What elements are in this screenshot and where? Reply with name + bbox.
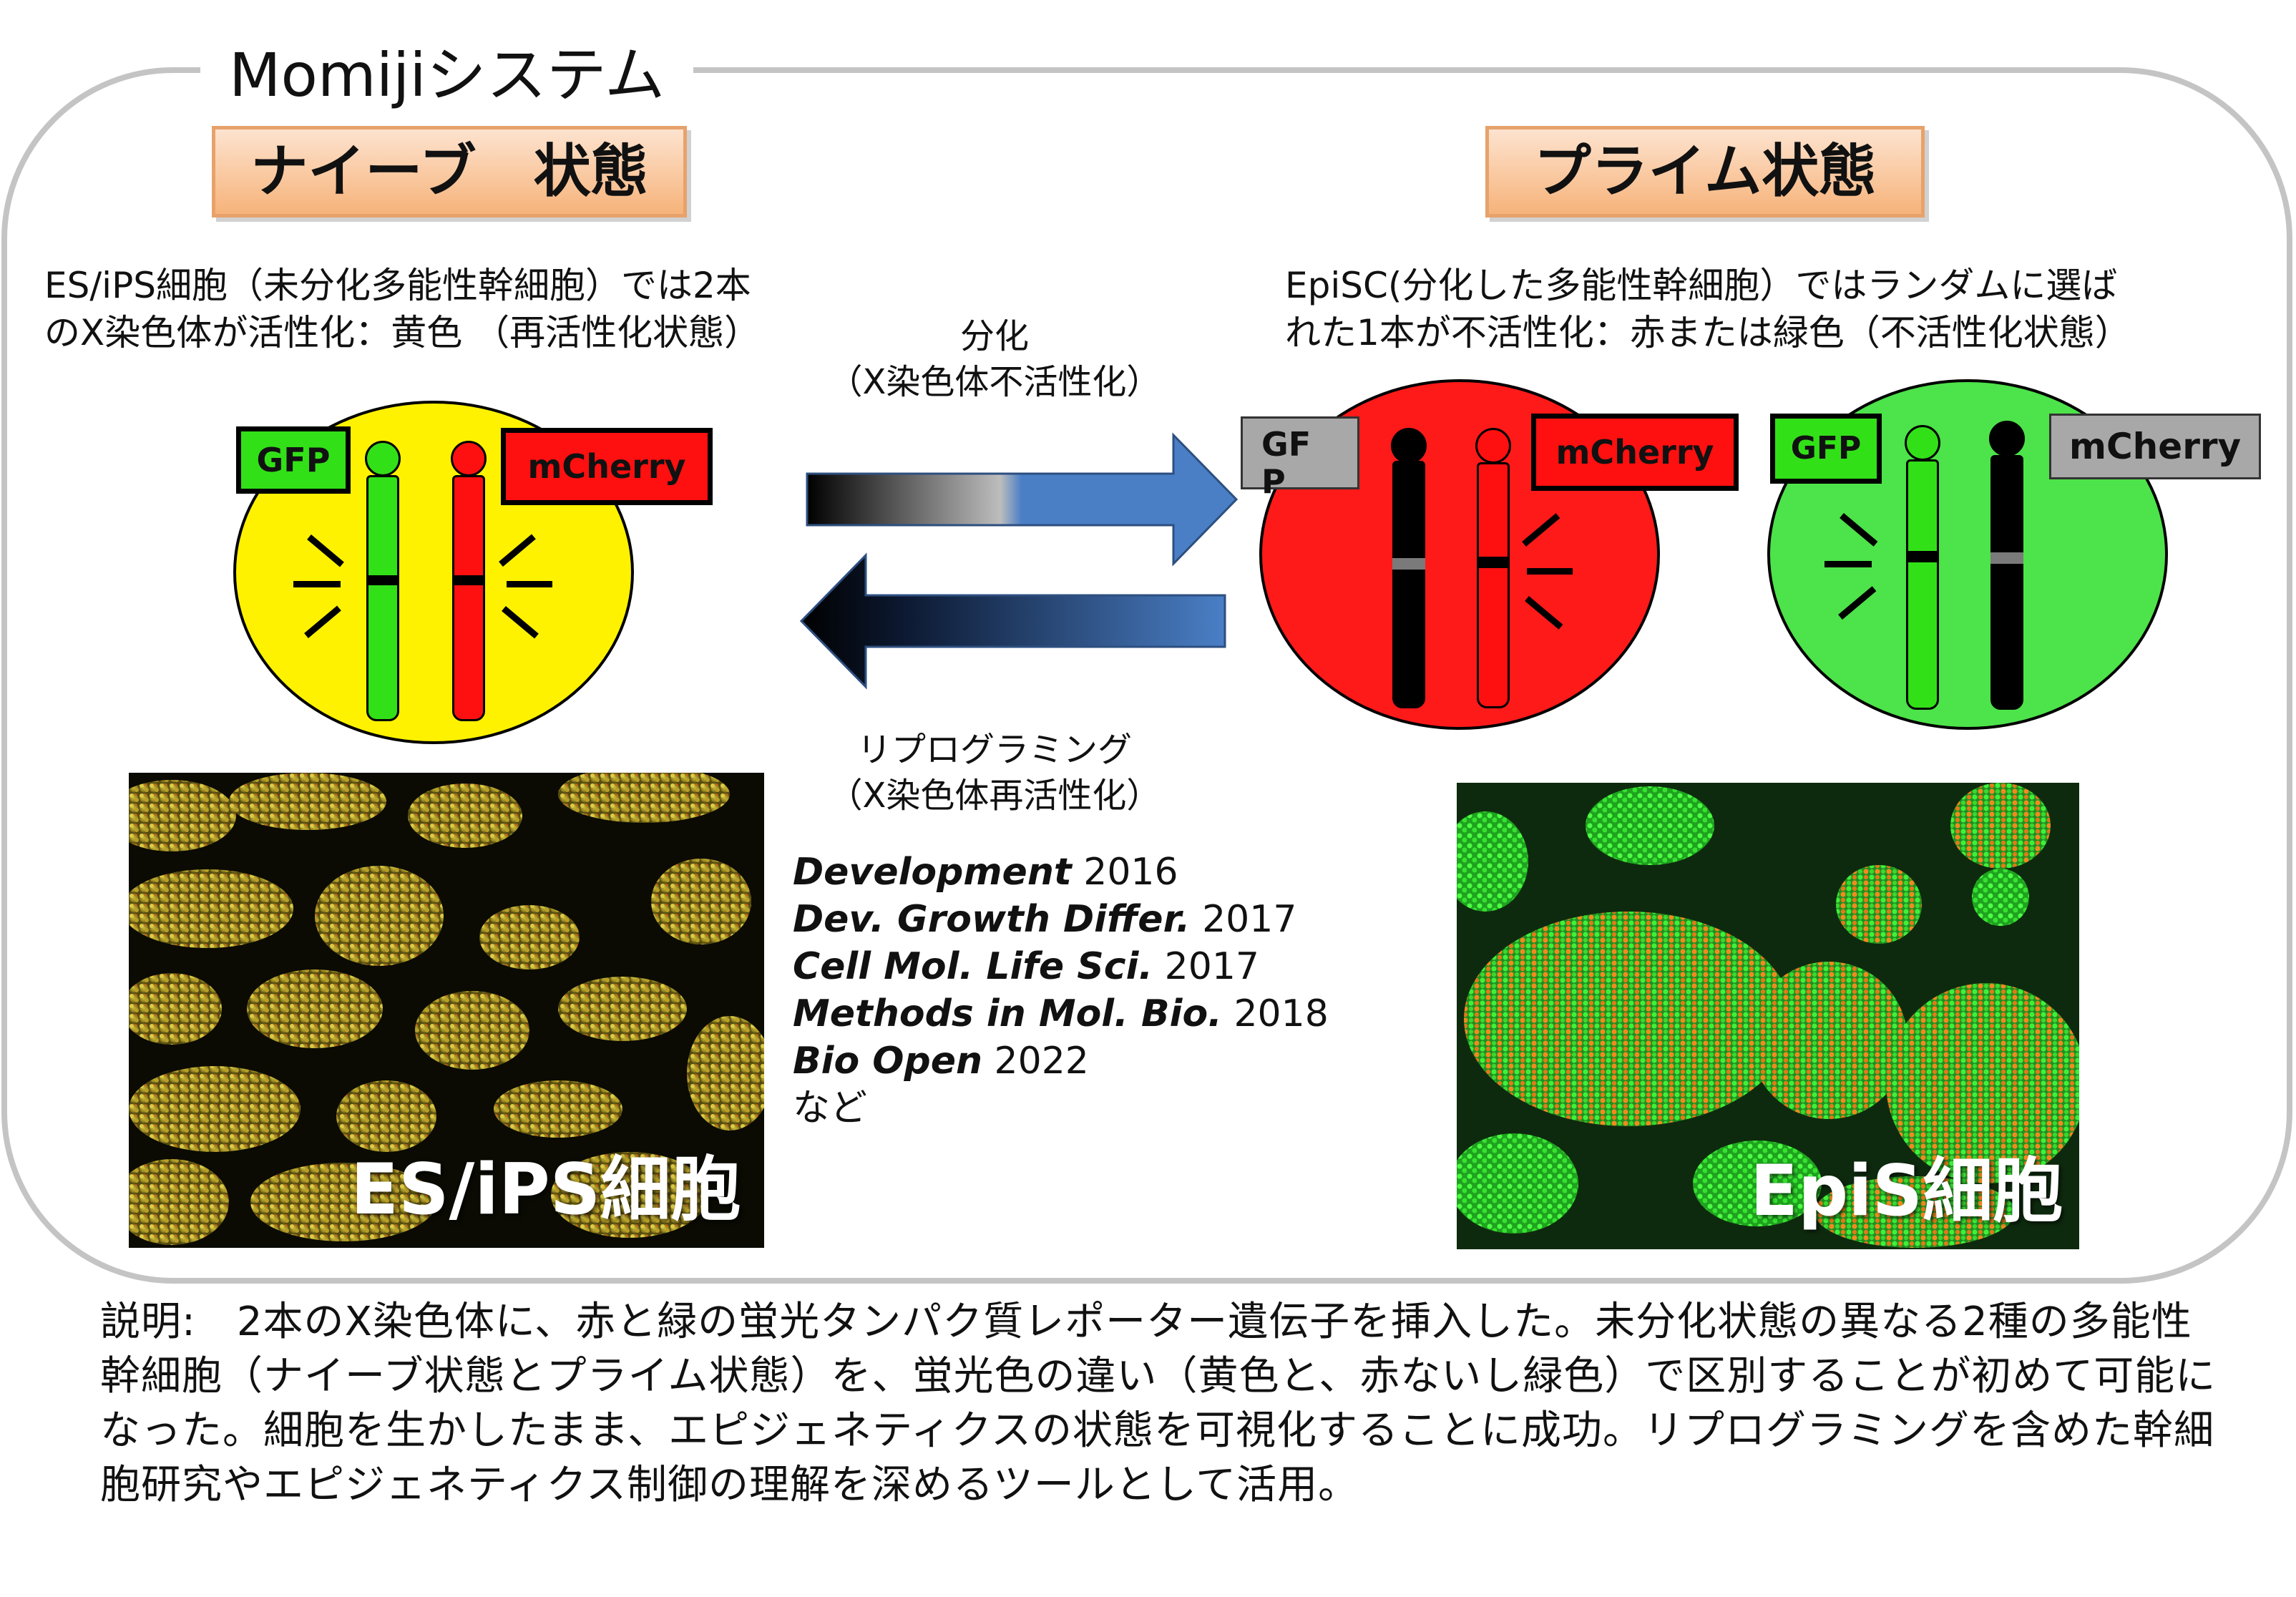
primed-description: EpiSC(分化した多能性幹細胞）ではランダムに選ば れた1本が不活性化：赤また…	[1285, 262, 2131, 356]
naive-gfp-chromosome	[366, 475, 399, 721]
reprogramming-line2: （X染色体再活性化）	[828, 776, 1161, 816]
naive-gfp-chromosome-head	[365, 441, 401, 477]
reference-journal: Development	[793, 851, 1072, 894]
differentiation-label: 分化 （X染色体不活性化）	[801, 313, 1188, 405]
references-more: など	[793, 1087, 868, 1130]
caption: 説明: 2本のX染色体に、赤と緑の蛍光タンパク質レポーター遺伝子を挿入した。未分…	[100, 1299, 2217, 1508]
reference-year: 2017	[1190, 898, 1297, 941]
es-ips-micrograph: ES/iPS細胞	[129, 773, 764, 1248]
reference-item: Dev. Growth Differ. 2017	[793, 896, 1329, 943]
red-cell-inactive-chromosome-head	[1391, 428, 1427, 464]
epis-micrograph: EpiS細胞	[1457, 783, 2079, 1249]
naive-mcherry-chromosome	[452, 475, 485, 721]
reference-year: 2016	[1071, 851, 1178, 894]
naive-description: ES/iPS細胞（未分化多能性幹細胞）では2本 のX染色体が活性化：黄色 （再活…	[44, 262, 760, 356]
reference-year: 2018	[1221, 992, 1329, 1035]
reference-item: Development 2016	[793, 849, 1329, 896]
green-cell-mcherry-tag: mCherry	[2049, 414, 2261, 479]
naive-gfp-ray	[293, 581, 341, 587]
naive-description-line2: のX染色体が活性化：黄色 （再活性化状態）	[44, 312, 761, 353]
green-cell-ray	[1824, 561, 1872, 567]
naive-state-title: ナイーブ 状態	[212, 126, 687, 218]
red-cell-inactive-centromere	[1392, 558, 1425, 570]
reference-item: Cell Mol. Life Sci. 2017	[793, 943, 1329, 990]
reference-year: 2017	[1153, 945, 1260, 988]
naive-mcherry-centromere	[452, 575, 485, 585]
naive-gfp-centromere	[366, 575, 399, 585]
red-cell-ray	[1527, 568, 1573, 575]
reference-journal: Dev. Growth Differ.	[793, 898, 1191, 941]
green-cell-gfp-tag: GFP	[1770, 414, 1882, 484]
epis-micrograph-label: EpiS細胞	[1750, 1151, 2063, 1232]
system-frame	[1, 67, 2292, 1284]
reprogramming-line1: リプログラミング	[856, 730, 1132, 770]
green-cell-inactive-chromosome	[1990, 455, 2023, 710]
reprogramming-arrow	[799, 552, 1226, 690]
differentiation-line1: 分化	[959, 316, 1029, 356]
red-cell-mcherry-tag: mCherry	[1531, 414, 1739, 491]
primed-description-line2: れた1本が不活性化：赤または緑色（不活性化状態）	[1285, 312, 2131, 353]
primed-description-line1: EpiSC(分化した多能性幹細胞）ではランダムに選ば	[1285, 265, 2118, 306]
red-cell-inactive-chromosome	[1392, 461, 1425, 708]
naive-mcherry-ray	[507, 581, 552, 587]
reference-journal: Cell Mol. Life Sci.	[793, 945, 1153, 988]
reference-year: 2022	[982, 1040, 1089, 1083]
green-cell-inactive-chromosome-head	[1989, 421, 2025, 456]
green-cell-active-chromosome-head	[1905, 425, 1940, 461]
reference-journal: Bio Open	[793, 1040, 983, 1083]
es-ips-micrograph-label: ES/iPS細胞	[351, 1149, 741, 1231]
naive-mcherry-tag: mCherry	[501, 428, 713, 505]
differentiation-arrow	[806, 432, 1239, 567]
primed-state-title: プライム状態	[1485, 126, 1925, 218]
naive-gfp-tag: GFP	[236, 426, 351, 494]
reference-item: Bio Open 2022	[793, 1037, 1329, 1085]
red-cell-gfp-tag: GF P	[1241, 416, 1359, 500]
green-cell-inactive-centromere	[1990, 552, 2023, 564]
green-cell-active-centromere	[1906, 551, 1939, 562]
naive-mcherry-chromosome-head	[451, 441, 487, 477]
epis-micrograph-image	[1457, 783, 2079, 1249]
naive-description-line1: ES/iPS細胞（未分化多能性幹細胞）では2本	[44, 265, 751, 306]
differentiation-line2: （X染色体不活性化）	[828, 362, 1161, 402]
green-cell-active-chromosome	[1906, 459, 1939, 710]
red-cell-active-chromosome-head	[1475, 428, 1511, 464]
transition-arrows	[799, 432, 1239, 690]
red-cell-active-centromere	[1477, 557, 1510, 568]
system-title: Momijiシステム	[200, 36, 694, 114]
reference-item: Methods in Mol. Bio. 2018	[793, 990, 1329, 1037]
reprogramming-label: リプログラミング （X染色体再活性化）	[801, 727, 1188, 819]
es-ips-micrograph-image	[129, 773, 764, 1248]
red-cell-active-chromosome	[1477, 462, 1510, 708]
reference-journal: Methods in Mol. Bio.	[793, 992, 1222, 1035]
